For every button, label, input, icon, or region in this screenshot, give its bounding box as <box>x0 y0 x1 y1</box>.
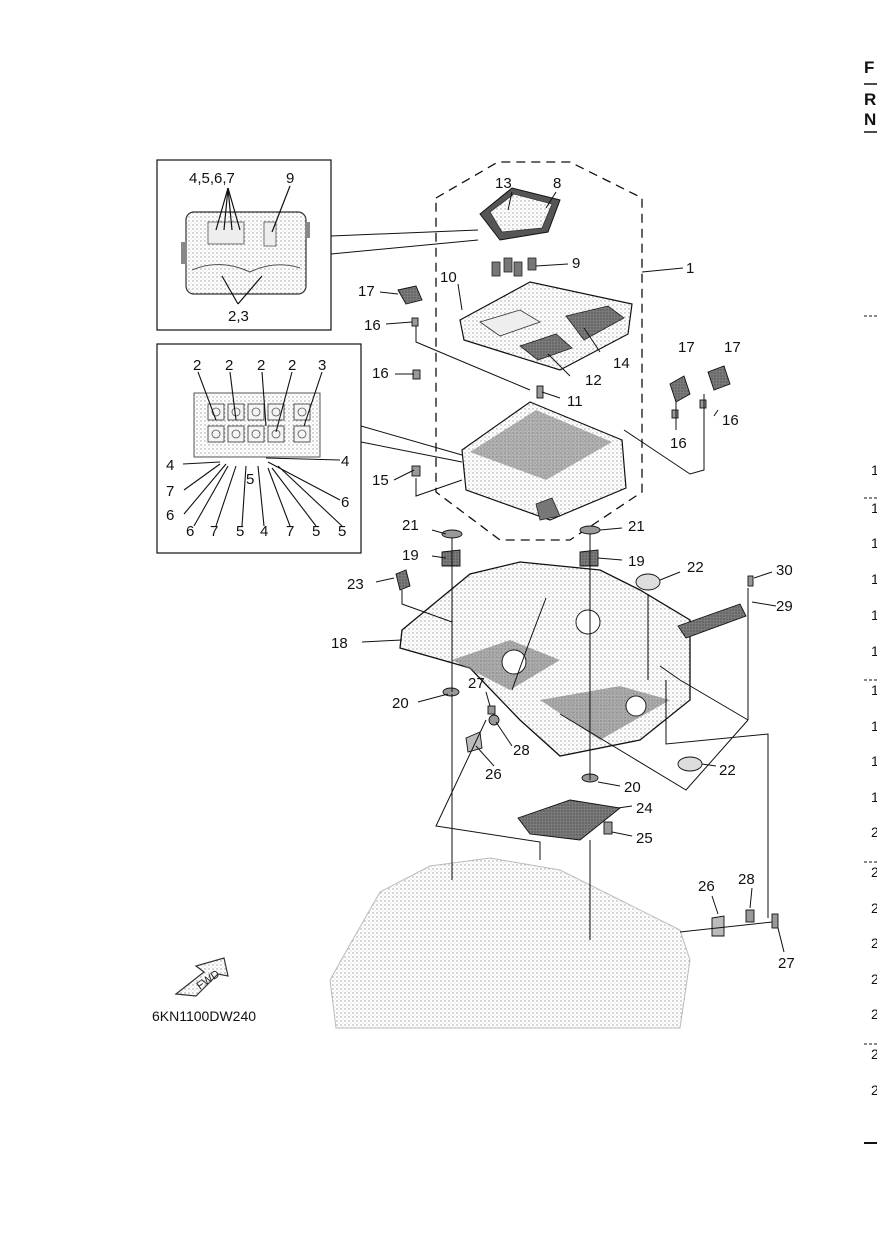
inset-bottom-left-label: 4 <box>166 457 174 474</box>
callout-17a: 17 <box>358 283 375 300</box>
callout-16d: 16 <box>670 435 687 452</box>
inset-bottom-middle-label: 5 <box>246 471 254 488</box>
inset-bottom-right-label: 6 <box>341 494 349 511</box>
edge-number: 2 <box>871 1046 877 1062</box>
callout-11: 11 <box>567 393 583 410</box>
callout-20a: 20 <box>392 695 409 712</box>
edge-number: 1 <box>871 571 877 587</box>
inset-bottom-right-label: 4 <box>341 453 349 470</box>
inset-bottom-top-label: 2 <box>257 357 265 374</box>
fuse-box-cover <box>479 187 561 241</box>
edge-letter: N <box>864 110 877 129</box>
callout-22b: 22 <box>719 762 736 779</box>
callout-22a: 22 <box>687 559 704 576</box>
inset-bottom-top-label: 2 <box>193 357 201 374</box>
callout-12: 12 <box>585 372 602 389</box>
callout-10: 10 <box>440 269 457 286</box>
inset-bottom: 2 2 2 2 3 4 7 6 4 6 5 6 7 5 4 7 5 5 <box>156 343 362 554</box>
fwd-arrow-icon: FWD <box>174 957 229 997</box>
callout-17c: 17 <box>724 339 741 356</box>
edge-letter: R <box>864 90 877 109</box>
edge-number: 2 <box>871 900 877 916</box>
inset-bottom-bottom-label: 5 <box>338 523 346 540</box>
callout-16a: 16 <box>364 317 381 334</box>
edge-number: 2 <box>871 971 877 987</box>
fuse-holder-tray <box>459 281 633 371</box>
callout-27b: 27 <box>778 955 795 972</box>
callout-numbers: 1 13 8 9 10 17 16 14 12 16 11 17 17 16 1… <box>331 175 795 972</box>
inset-top-label-9: 9 <box>286 170 294 187</box>
callout-17b: 17 <box>678 339 695 356</box>
callout-18: 18 <box>331 635 348 652</box>
callout-26b: 26 <box>698 878 715 895</box>
callout-21b: 21 <box>628 518 645 535</box>
inset-top-label-23: 2,3 <box>228 308 249 325</box>
inset-top: 4,5,6,7 9 2,3 <box>156 159 332 331</box>
bracket-plate <box>399 561 691 757</box>
callout-30: 30 <box>776 562 793 579</box>
callout-29: 29 <box>776 598 793 615</box>
edge-number: 2 <box>871 935 877 951</box>
edge-number: 1 <box>871 718 877 734</box>
inset-bottom-bottom-label: 5 <box>236 523 244 540</box>
edge-number: 1 <box>871 535 877 551</box>
callout-19b: 19 <box>628 553 645 570</box>
callout-8: 8 <box>553 175 561 192</box>
terminal-bolts <box>491 257 537 277</box>
inset-bottom-bottom-label: 4 <box>260 523 268 540</box>
callout-25: 25 <box>636 830 653 847</box>
edge-letter: F <box>864 58 875 77</box>
callout-26a: 26 <box>485 766 502 783</box>
edge-number: 2 <box>871 864 877 880</box>
callout-28b: 28 <box>738 871 755 888</box>
edge-number: 1 <box>871 500 877 516</box>
inset-bottom-top-label: 2 <box>288 357 296 374</box>
edge-number: 1 <box>871 682 877 698</box>
callout-28a: 28 <box>513 742 530 759</box>
diagram-code: 6KN1100DW240 <box>152 1008 257 1024</box>
callout-1: 1 <box>686 260 694 277</box>
inset-bottom-left-label: 7 <box>166 483 174 500</box>
edge-number: 1 <box>871 753 877 769</box>
callout-19a: 19 <box>402 547 419 564</box>
callout-27a: 27 <box>468 675 485 692</box>
callout-16c: 16 <box>722 412 739 429</box>
assembly-boundary <box>435 161 643 541</box>
edge-number: 1 <box>871 643 877 659</box>
inset-bottom-bottom-label: 7 <box>286 523 294 540</box>
edge-number: 1 <box>871 462 877 478</box>
edge-number: 2 <box>871 824 877 840</box>
callout-21a: 21 <box>402 517 419 534</box>
inset-bottom-bottom-label: 6 <box>186 523 194 540</box>
callout-15: 15 <box>372 472 389 489</box>
callout-16b: 16 <box>372 365 389 382</box>
inset-bottom-bottom-label: 7 <box>210 523 218 540</box>
engine-block <box>329 857 691 1029</box>
callout-24: 24 <box>636 800 653 817</box>
inset-bottom-top-label: 2 <box>225 357 233 374</box>
small-parts <box>395 285 779 937</box>
callout-13: 13 <box>495 175 512 192</box>
inset-top-label-4567: 4,5,6,7 <box>189 170 235 187</box>
callout-14: 14 <box>613 355 630 372</box>
callout-20b: 20 <box>624 779 641 796</box>
callout-23: 23 <box>347 576 364 593</box>
callout-9: 9 <box>572 255 580 272</box>
edge-number: 1 <box>871 607 877 623</box>
edge-number: 2 <box>871 1006 877 1022</box>
edge-number: 1 <box>871 789 877 805</box>
inset-bottom-bottom-label: 5 <box>312 523 320 540</box>
inset-bottom-top-label: 3 <box>318 357 326 374</box>
inset-bottom-left-label: 6 <box>166 507 174 524</box>
edge-number: 2 <box>871 1082 877 1098</box>
junction-box-base <box>461 401 627 521</box>
leader-lines <box>361 191 785 953</box>
